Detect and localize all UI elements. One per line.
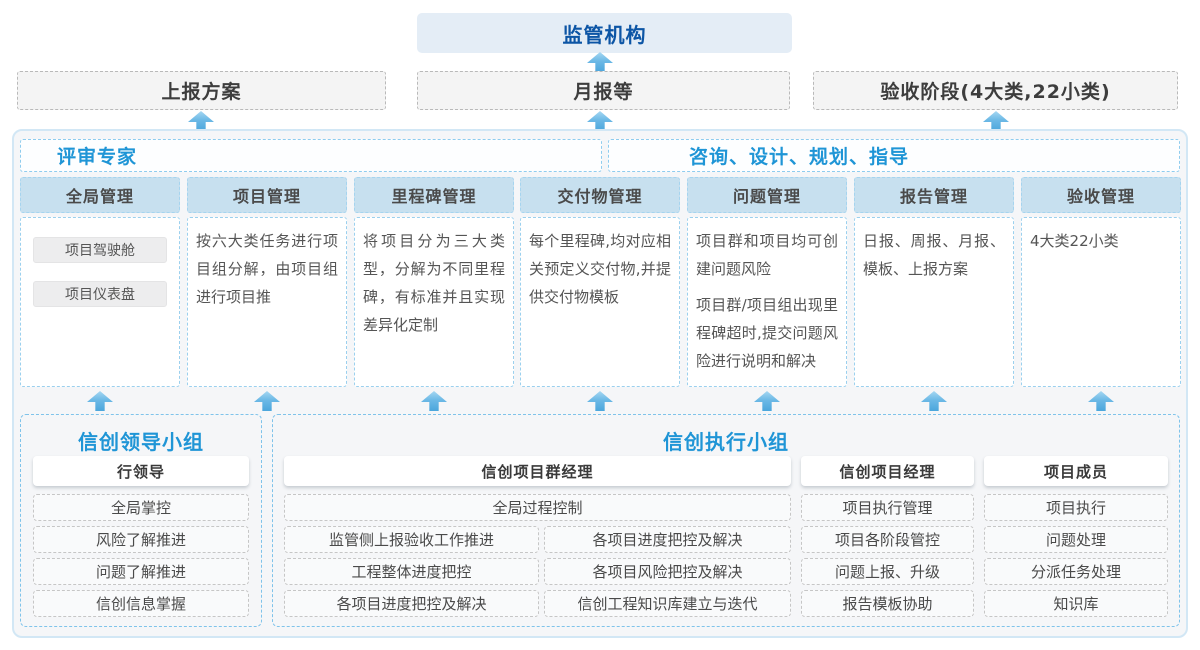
project-dashboard-chip: 项目仪表盘 (33, 281, 167, 307)
monthly-report-box: 月报等 (417, 71, 790, 110)
leader-group: 信创领导小组 行领导 全局掌控 风险了解推进 问题了解推进 信创信息掌握 (20, 414, 262, 627)
column-body-global-mgmt: 项目驾驶舱 项目仪表盘 (20, 217, 180, 387)
column-body-deliverable-mgmt: 每个里程碑,均对应相关预定义交付物,并提供交付物模板 (520, 217, 680, 387)
column-text: 4大类22小类 (1030, 232, 1119, 250)
program-manager-item: 监管侧上报验收工作推进 (284, 526, 539, 553)
column-header-deliverable-mgmt: 交付物管理 (520, 177, 680, 213)
column-header-milestone-mgmt: 里程碑管理 (354, 177, 514, 213)
program-manager-item: 工程整体进度把控 (284, 558, 539, 585)
regulator-box: 监管机构 (417, 13, 792, 53)
review-experts-header: 评审专家 (20, 139, 602, 172)
column-text: 日报、周报、月报、模板、上报方案 (863, 232, 1005, 278)
up-arrow-icon (188, 111, 214, 131)
role-project-member: 项目成员 (984, 456, 1168, 486)
executor-group: 信创执行小组 信创项目群经理 全局过程控制 监管侧上报验收工作推进 工程整体进度… (272, 414, 1180, 627)
column-text: 项目群/项目组出现里程碑超时,提交问题风险进行说明和解决 (696, 296, 838, 370)
column-body-milestone-mgmt: 将项目分为三大类型，分解为不同里程碑，有标准并且实现差异化定制 (354, 217, 514, 387)
column-body-report-mgmt: 日报、周报、月报、模板、上报方案 (854, 217, 1014, 387)
column-body-project-mgmt: 按六大类任务进行项目组分解，由项目组进行项目推 (187, 217, 347, 387)
column-body-acceptance-mgmt: 4大类22小类 (1021, 217, 1181, 387)
program-manager-item: 各项目风险把控及解决 (544, 558, 791, 585)
leader-item: 风险了解推进 (33, 526, 249, 553)
program-manager-item: 全局过程控制 (284, 494, 791, 521)
column-text: 每个里程碑,均对应相关预定义交付物,并提供交付物模板 (529, 232, 671, 306)
report-plan-box: 上报方案 (17, 71, 386, 110)
member-item: 项目执行 (984, 494, 1168, 521)
column-text: 按六大类任务进行项目组分解，由项目组进行项目推 (196, 232, 338, 306)
acceptance-stage-box: 验收阶段(4大类,22小类) (813, 71, 1178, 110)
leader-item: 全局掌控 (33, 494, 249, 521)
consulting-header: 咨询、设计、规划、指导 (608, 139, 1180, 172)
role-project-manager: 信创项目经理 (801, 456, 974, 486)
project-manager-item: 报告模板协助 (801, 590, 974, 617)
project-manager-item: 项目执行管理 (801, 494, 974, 521)
program-manager-item: 各项目进度把控及解决 (284, 590, 539, 617)
up-arrow-icon (587, 111, 613, 131)
leader-item: 问题了解推进 (33, 558, 249, 585)
column-header-project-mgmt: 项目管理 (187, 177, 347, 213)
leader-group-title: 信创领导小组 (78, 429, 204, 454)
column-header-issue-mgmt: 问题管理 (687, 177, 847, 213)
executor-group-title: 信创执行小组 (663, 429, 789, 454)
up-arrow-icon (983, 111, 1009, 131)
member-item: 知识库 (984, 590, 1168, 617)
member-item: 问题处理 (984, 526, 1168, 553)
column-header-report-mgmt: 报告管理 (854, 177, 1014, 213)
role-program-manager: 信创项目群经理 (284, 456, 791, 486)
program-manager-item: 各项目进度把控及解决 (544, 526, 791, 553)
leader-item: 信创信息掌握 (33, 590, 249, 617)
member-item: 分派任务处理 (984, 558, 1168, 585)
up-arrow-icon (587, 52, 613, 72)
role-bank-leader: 行领导 (33, 456, 249, 486)
column-text: 将项目分为三大类型，分解为不同里程碑，有标准并且实现差异化定制 (363, 232, 505, 334)
column-text: 项目群和项目均可创建问题风险 (696, 232, 838, 278)
project-manager-item: 问题上报、升级 (801, 558, 974, 585)
program-manager-item: 信创工程知识库建立与迭代 (544, 590, 791, 617)
column-header-global-mgmt: 全局管理 (20, 177, 180, 213)
project-cockpit-chip: 项目驾驶舱 (33, 237, 167, 263)
column-header-acceptance-mgmt: 验收管理 (1021, 177, 1181, 213)
project-manager-item: 项目各阶段管控 (801, 526, 974, 553)
column-body-issue-mgmt: 项目群和项目均可创建问题风险 项目群/项目组出现里程碑超时,提交问题风险进行说明… (687, 217, 847, 387)
